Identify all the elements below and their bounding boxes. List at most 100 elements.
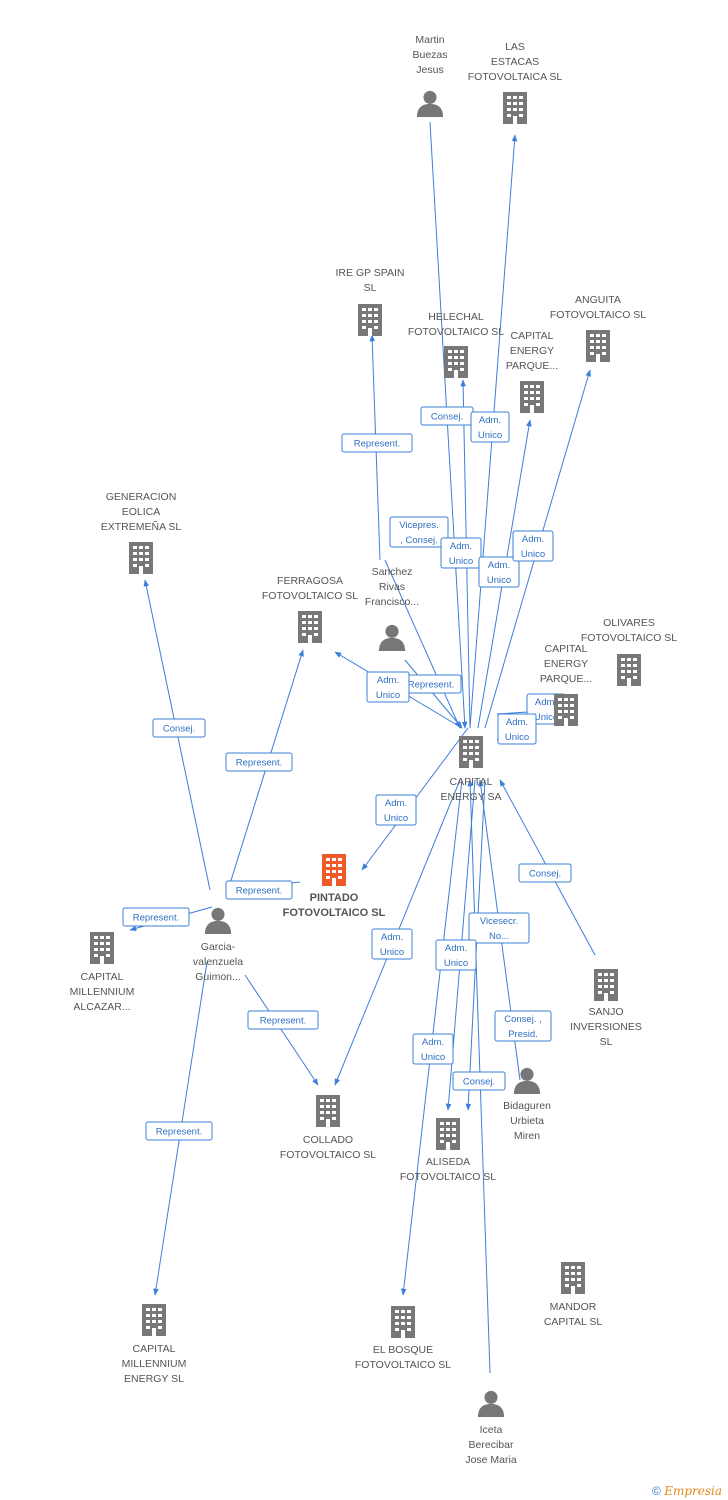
relation-label-text: Adm. — [445, 943, 467, 954]
building-icon — [322, 854, 346, 886]
relation-label-box — [225, 752, 293, 772]
relation-label[interactable]: Adm. Unico — [435, 939, 477, 971]
company-node[interactable]: FERRAGOSA FOTOVOLTAICO SL — [262, 575, 358, 643]
relation-label[interactable]: Consej. — [452, 1071, 506, 1091]
relation-label-text: Vicesecr. — [480, 916, 518, 927]
relation-label[interactable]: Adm.Unico — [497, 713, 537, 745]
relation-label-box — [440, 537, 482, 569]
relation-label-text: Represent. — [260, 1016, 306, 1027]
company-node[interactable]: CAPITALENERGYPARQUE... — [540, 643, 592, 726]
node-label: Guimon... — [195, 971, 241, 983]
relation-label-text: Unico — [521, 549, 545, 560]
person-node[interactable]: Garcia-valenzuelaGuimon... — [193, 907, 243, 983]
node-label: MILLENNIUM — [122, 1358, 187, 1370]
relation-label[interactable]: Vicesecr.No... — [468, 912, 530, 944]
relation-label-text: Unico — [421, 1052, 445, 1063]
company-node[interactable]: CAPITALENERGYPARQUE... — [506, 330, 558, 413]
building-icon — [459, 736, 483, 768]
node-label: Jesus — [416, 64, 443, 76]
node-label: EOLICA — [122, 506, 161, 518]
relation-label[interactable]: Represent. — [145, 1121, 213, 1141]
node-label: Berecibar — [469, 1439, 514, 1451]
footer-brand: © Empresia — [652, 1484, 722, 1498]
relation-label-box — [247, 1010, 319, 1030]
node-label: CAPITAL — [511, 330, 554, 342]
building-icon — [520, 381, 544, 413]
relation-label[interactable]: Consej. , Presid. — [494, 1010, 552, 1042]
relation-label-box — [371, 928, 413, 960]
relation-label[interactable]: Represent. — [400, 674, 462, 694]
relation-label-text: Represent. — [408, 680, 454, 691]
node-label: FERRAGOSA — [277, 575, 343, 587]
relation-label[interactable]: Consej. — [420, 406, 474, 426]
relation-label-box — [452, 1071, 506, 1091]
node-label: Jose Maria — [465, 1454, 517, 1466]
relation-label-box — [518, 863, 572, 883]
relation-label[interactable]: Adm.Unico — [366, 671, 410, 703]
relation-label[interactable]: Adm. Unico — [512, 530, 554, 562]
relation-label[interactable]: Adm.Unico — [412, 1033, 454, 1065]
relation-label-text: Presid. — [508, 1029, 538, 1040]
relation-label-box — [494, 1010, 552, 1042]
relation-label[interactable]: Adm.Unico — [470, 411, 510, 443]
brand-logo: Empresia — [664, 1484, 722, 1498]
relation-label[interactable]: Adm.Unico — [440, 537, 482, 569]
relation-label[interactable]: Consej. — [152, 718, 206, 738]
relation-label-box — [145, 1121, 213, 1141]
node-label: FOTOVOLTAICA SL — [468, 71, 563, 83]
relation-label[interactable]: Consej. — [518, 863, 572, 883]
company-node[interactable]: CAPITALMILLENNIUMALCAZAR... — [70, 932, 135, 1013]
node-label: EL BOSQUE — [373, 1344, 433, 1356]
relation-label[interactable]: Represent. — [341, 433, 413, 453]
relation-label[interactable]: Adm.Unico — [371, 928, 413, 960]
relation-label[interactable]: Represent. — [225, 752, 293, 772]
node-label: CAPITAL — [81, 971, 124, 983]
relation-label[interactable]: Represent. — [122, 907, 190, 927]
relation-label[interactable]: Adm.Unico — [478, 556, 520, 588]
building-icon — [503, 92, 527, 124]
copyright-icon: © — [652, 1484, 661, 1498]
nodes-layer: MartinBuezasJesusLASESTACASFOTOVOLTAICA … — [70, 34, 678, 1466]
relation-label[interactable]: Adm.Unico — [375, 794, 417, 826]
node-label: Sanchez — [372, 566, 413, 578]
relation-label-text: Unico — [444, 958, 468, 969]
person-node[interactable]: SanchezRivasFrancisco... — [365, 566, 419, 651]
person-icon — [477, 1390, 505, 1417]
relation-label[interactable]: Vicepres., Consej. — [389, 516, 449, 548]
relation-label[interactable]: Represent. — [247, 1010, 319, 1030]
node-label: ENERGY SL — [124, 1373, 184, 1385]
node-label: FOTOVOLTAICO SL — [262, 590, 358, 602]
node-label: valenzuela — [193, 956, 243, 968]
relation-edge — [404, 659, 463, 729]
building-icon — [586, 330, 610, 362]
relation-edge — [244, 974, 319, 1086]
person-icon — [416, 90, 444, 117]
building-icon — [554, 694, 578, 726]
node-label: MILLENNIUM — [70, 986, 135, 998]
relation-label-text: Represent. — [236, 758, 282, 769]
relation-label-text: Consej. , — [504, 1014, 542, 1025]
relation-label-text: Adm. — [522, 534, 544, 545]
relation-label[interactable]: Represent. — [225, 880, 293, 900]
node-label: CAPITAL — [450, 776, 493, 788]
node-label: FOTOVOLTAICO SL — [283, 907, 386, 919]
node-label: Buezas — [412, 49, 447, 61]
node-label: Bidaguren — [503, 1100, 551, 1112]
